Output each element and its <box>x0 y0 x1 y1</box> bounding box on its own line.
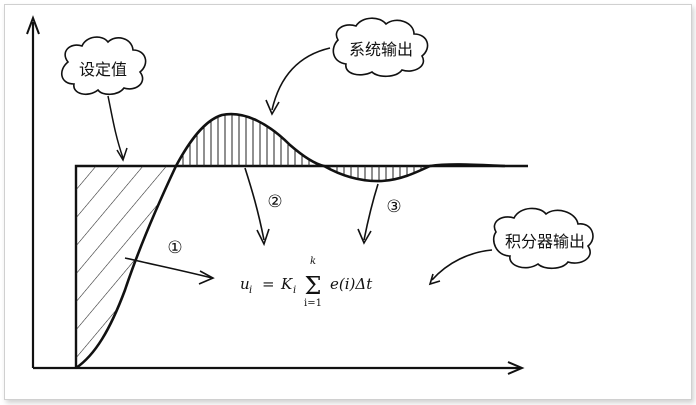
formula-sum-lower: i=1 <box>304 298 322 309</box>
formula-coef: K <box>280 275 293 293</box>
formula-lhs: u <box>240 275 250 293</box>
marker-2-arrow <box>244 167 265 241</box>
formula-lhs-sub: i <box>249 285 252 296</box>
marker-3: ③ <box>386 197 401 217</box>
system-output-curve <box>75 112 506 370</box>
formula-sum: Σ <box>305 272 322 300</box>
error-area-3 <box>324 166 430 182</box>
formula-coef-sub: i <box>293 285 296 296</box>
setpoint-cloud: 设定值 <box>61 36 147 96</box>
formula-eq: = <box>262 275 275 293</box>
system-output-pointer <box>271 47 331 111</box>
x-axis-arrow <box>507 361 525 375</box>
marker-3-arrow <box>363 183 379 241</box>
marker-1-arrow <box>124 257 213 279</box>
formula-sum-upper: k <box>310 256 316 267</box>
integral-formula: u i = K i k Σ i=1 e(i)Δt <box>240 256 373 309</box>
integrator-output-label: 积分器输出 <box>505 232 585 251</box>
integrator-output-pointer <box>431 249 493 281</box>
setpoint-label: 设定值 <box>79 60 127 79</box>
setpoint-pointer <box>107 95 124 159</box>
integrator-output-cloud: 积分器输出 <box>492 207 594 270</box>
formula-body: e(i)Δt <box>330 275 373 293</box>
system-output-label: 系统输出 <box>349 40 413 59</box>
system-output-cloud: 系统输出 <box>332 17 429 78</box>
marker-2: ② <box>267 192 282 212</box>
marker-1: ① <box>167 238 182 258</box>
y-axis-arrow <box>26 15 40 35</box>
axes <box>26 15 525 375</box>
